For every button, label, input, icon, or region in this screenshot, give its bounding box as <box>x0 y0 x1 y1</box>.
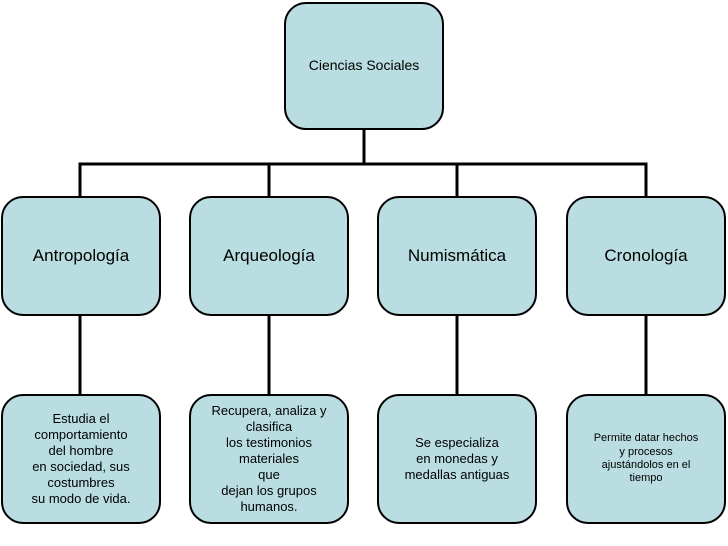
description-text: Se especializa en monedas y medallas ant… <box>404 435 510 482</box>
description-node-cronologia: Permite datar hechos y procesos ajustánd… <box>566 394 726 524</box>
branch-node-label: Cronología <box>604 245 688 265</box>
description-text: Permite datar hechos y procesos ajustánd… <box>593 432 699 485</box>
description-text: Recupera, analiza y clasifica los testim… <box>211 403 327 514</box>
branch-node-label: Antropología <box>32 245 130 265</box>
description-node-numismatica: Se especializa en monedas y medallas ant… <box>377 394 537 524</box>
branch-node-cronologia: Cronología <box>566 196 726 316</box>
branch-node-arqueologia: Arqueología <box>189 196 349 316</box>
description-node-antropologia: Estudia el comportamiento del hombre en … <box>1 394 161 524</box>
root-node-ciencias-sociales: Ciencias Sociales <box>284 2 444 130</box>
root-node-label: Ciencias Sociales <box>308 57 420 74</box>
description-node-arqueologia: Recupera, analiza y clasifica los testim… <box>189 394 349 524</box>
branch-node-antropologia: Antropología <box>1 196 161 316</box>
branch-node-label: Numismática <box>407 245 507 265</box>
branch-node-numismatica: Numismática <box>377 196 537 316</box>
branch-node-label: Arqueología <box>223 245 315 265</box>
description-text: Estudia el comportamiento del hombre en … <box>31 411 131 506</box>
